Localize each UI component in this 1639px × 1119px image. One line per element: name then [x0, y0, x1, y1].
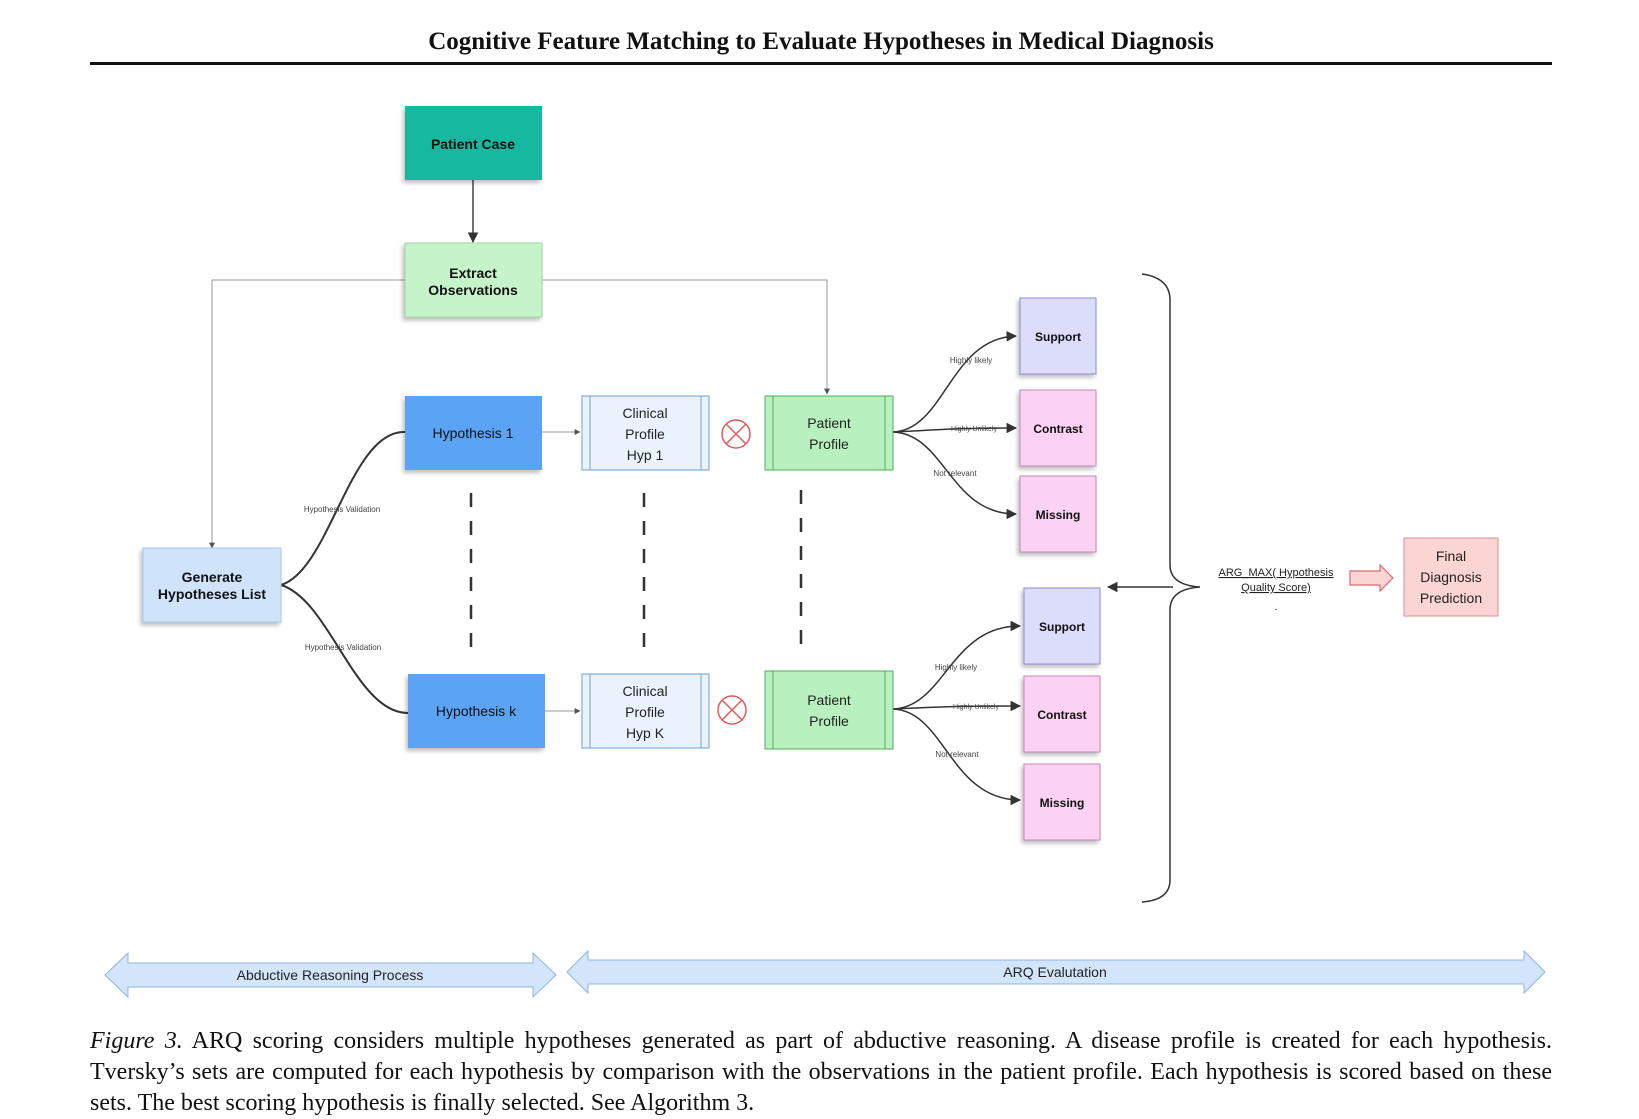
- generate-label-line2: Hypotheses List: [158, 586, 266, 602]
- node-contrast-k: Contrast: [1023, 675, 1101, 753]
- node-missing-k: Missing: [1023, 763, 1101, 841]
- edge-ppk-to-support: [892, 620, 1022, 710]
- edge-pp1-to-support: [892, 331, 1018, 433]
- page-title: Cognitive Feature Matching to Evaluate H…: [428, 28, 1214, 55]
- node-patient-case: Patient Case: [405, 106, 542, 180]
- clinical-1-line3: Hyp 1: [627, 447, 664, 463]
- node-clinical-profile-k: Clinical Profile Hyp K: [581, 673, 710, 749]
- argmax-line2: Quality Score): [1241, 582, 1311, 594]
- label-highly-likely-k: Highly likely: [935, 663, 977, 672]
- arrow-to-final-icon: [1349, 563, 1394, 593]
- right-curly-brace: [1141, 273, 1201, 903]
- missing-k-label: Missing: [1040, 796, 1085, 810]
- edge-generate-to-hypk: [280, 584, 409, 714]
- node-support-1: Support: [1019, 297, 1097, 375]
- patient-profile-k-line1: Patient: [807, 692, 851, 708]
- extract-label-line1: Extract: [449, 265, 497, 281]
- hypothesis-k-label: Hypothesis k: [436, 703, 517, 719]
- clinical-k-line3: Hyp K: [626, 725, 665, 741]
- patient-profile-k-line2: Profile: [809, 713, 849, 729]
- otimes-icon-k: [717, 695, 747, 725]
- caption-text: ARQ scoring considers multiple hypothese…: [90, 1028, 1553, 1116]
- label-hypothesis-validation-1: Hypothesis Validation: [304, 505, 380, 514]
- edge-labels: Hypothesis Validation Hypothesis Validat…: [304, 356, 1000, 759]
- connectors: [209, 180, 1201, 903]
- phase-arrow-arq: ARQ Evalutation: [566, 949, 1546, 995]
- otimes-icon-1: [721, 419, 751, 449]
- clinical-k-line2: Profile: [625, 704, 665, 720]
- argmax-dot: .: [1274, 601, 1277, 613]
- node-patient-profile-1: Patient Profile: [764, 395, 894, 471]
- support-k-label: Support: [1039, 620, 1085, 634]
- support-1-label: Support: [1035, 330, 1081, 344]
- patient-profile-1-line2: Profile: [809, 436, 849, 452]
- patient-profile-1-line1: Patient: [807, 415, 851, 431]
- label-highly-unlikely-1: Highly Unlikely: [951, 426, 997, 433]
- edge-ppk-to-missing: [892, 708, 1022, 806]
- figure-caption: Figure 3. ARQ scoring considers multiple…: [90, 1026, 1552, 1119]
- node-contrast-1: Contrast: [1019, 389, 1097, 467]
- edge-generate-to-hyp1: [280, 430, 406, 586]
- label-not-relevant-1: Not relevant: [933, 469, 977, 478]
- edge-extract-to-patient-profile: [541, 279, 830, 395]
- phase-arrow-abductive: Abductive Reasoning Process: [104, 951, 557, 999]
- patient-case-label: Patient Case: [431, 136, 515, 152]
- phase-abductive-label: Abductive Reasoning Process: [237, 967, 424, 983]
- edge-extract-to-generate: [209, 279, 405, 549]
- node-patient-profile-k: Patient Profile: [764, 670, 894, 750]
- node-support-k: Support: [1023, 587, 1101, 665]
- label-hypothesis-validation-k: Hypothesis Validation: [305, 643, 381, 652]
- label-not-relevant-k: Not relevant: [935, 750, 979, 759]
- edge-pp1-to-missing: [892, 431, 1018, 520]
- node-missing-1: Missing: [1019, 475, 1097, 553]
- final-line2: Diagnosis: [1420, 569, 1481, 585]
- contrast-1-label: Contrast: [1033, 422, 1082, 436]
- flow-diagram: Hypothesis Validation Hypothesis Validat…: [104, 106, 1546, 999]
- edge-ppk-to-contrast: [892, 700, 1022, 712]
- edge-pp1-to-contrast: [892, 422, 1018, 434]
- phase-arq-label: ARQ Evalutation: [1003, 964, 1107, 980]
- argmax-label: ARG_MAX( Hypothesis Quality Score) .: [1219, 567, 1334, 613]
- label-highly-unlikely-k: Highly Unlikely: [953, 704, 999, 711]
- clinical-k-line1: Clinical: [622, 683, 667, 699]
- node-hypothesis-k: Hypothesis k: [408, 674, 545, 748]
- hypothesis-1-label: Hypothesis 1: [433, 425, 514, 441]
- node-final-diagnosis: Final Diagnosis Prediction: [1403, 537, 1499, 617]
- node-hypothesis-1: Hypothesis 1: [405, 396, 542, 470]
- label-highly-likely-1: Highly likely: [950, 356, 992, 365]
- missing-1-label: Missing: [1036, 508, 1081, 522]
- clinical-1-line1: Clinical: [622, 405, 667, 421]
- argmax-line1: ARG_MAX( Hypothesis: [1219, 567, 1334, 579]
- final-line3: Prediction: [1420, 590, 1482, 606]
- node-extract-observations: Extract Observations: [404, 242, 543, 318]
- node-clinical-profile-1: Clinical Profile Hyp 1: [581, 395, 710, 471]
- extract-label-line2: Observations: [428, 282, 518, 298]
- clinical-1-line2: Profile: [625, 426, 665, 442]
- node-generate-hypotheses: Generate Hypotheses List: [142, 547, 282, 623]
- generate-label-line1: Generate: [182, 569, 243, 585]
- final-line1: Final: [1436, 548, 1466, 564]
- page-header: Cognitive Feature Matching to Evaluate H…: [90, 22, 1552, 65]
- figure-label: Figure 3.: [90, 1028, 183, 1054]
- contrast-k-label: Contrast: [1037, 708, 1086, 722]
